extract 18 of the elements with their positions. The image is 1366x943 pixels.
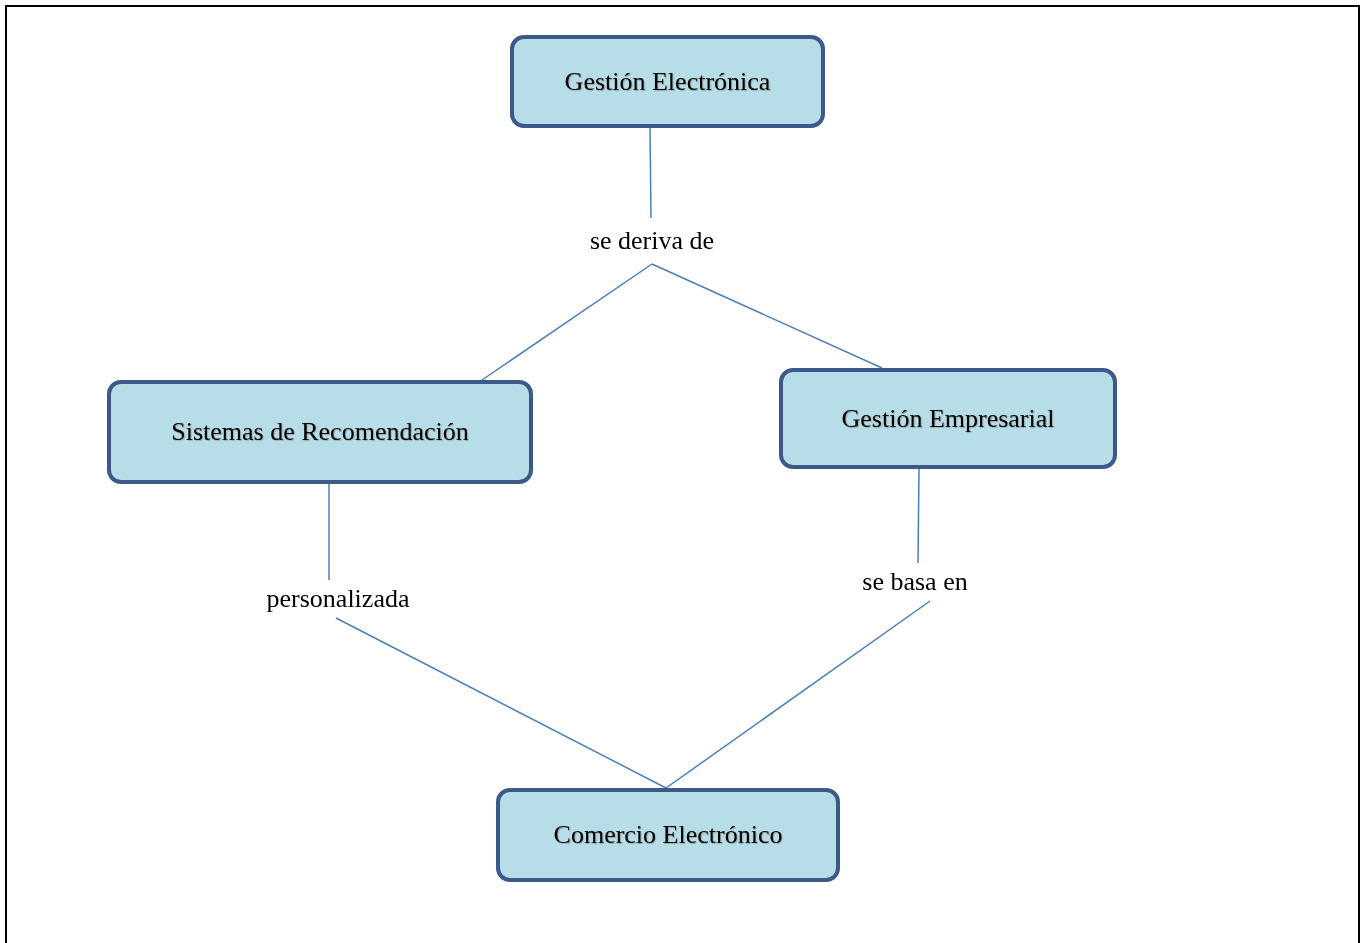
concept-label: Comercio Electrónico <box>553 820 783 850</box>
link-phrase: se deriva de <box>560 218 744 264</box>
concept-box <box>107 380 533 484</box>
connector-line <box>651 263 883 369</box>
concept-box <box>510 35 825 128</box>
link-phrase: se basa en <box>835 563 995 601</box>
connector-line <box>649 127 652 219</box>
concept-label: Sistemas de Recomendación <box>171 417 469 447</box>
connector-line <box>917 468 920 564</box>
concept-label: Gestión Electrónica <box>564 66 771 97</box>
concept-box <box>496 788 840 882</box>
connector-line <box>328 483 330 581</box>
link-phrase: personalizada <box>238 580 438 618</box>
concept-box <box>779 368 1117 469</box>
connector-line <box>481 263 653 381</box>
concept-label: Gestión Empresarial <box>841 403 1055 434</box>
connector-line <box>335 617 667 789</box>
connector-line <box>665 600 931 789</box>
